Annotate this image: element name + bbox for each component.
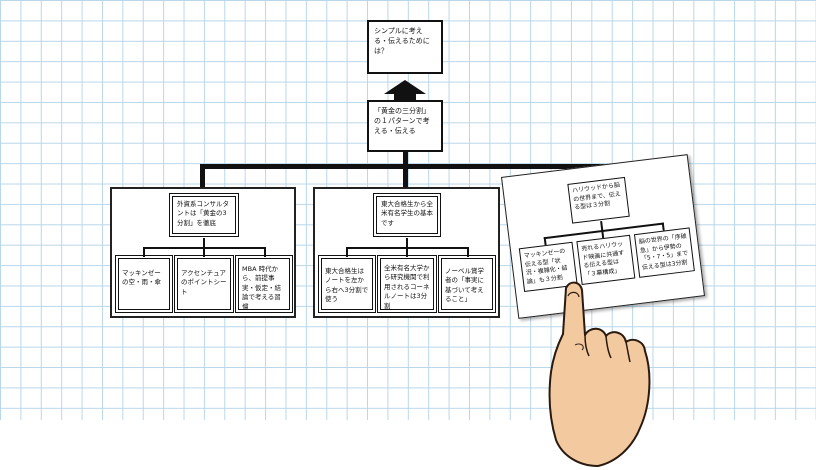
group-1-drop-a	[143, 247, 145, 257]
group-1-child-1-text: マッキンゼーの空・雨・傘	[122, 269, 161, 287]
group-2-child-2-text: 全米有名大学から研究機関で利用されるコーネルノートは3分割	[384, 264, 430, 310]
group-2-child-3: ノーベル賞学者の「事実に基づいて考えること」	[438, 255, 496, 313]
group-2-drop-c	[467, 247, 469, 257]
group-2-child-2: 全米有名大学から研究機関で利用されるコーネルノートは3分割	[377, 255, 437, 313]
group-2-child-3-text: ノーベル賞学者の「事実に基づいて考えること」	[445, 267, 484, 304]
group-2-head-text: 東大合格生から全米有名学生の基本です	[381, 200, 433, 227]
middle-node-text: 「黄金の三分割」の１パターンで考える・伝える	[374, 107, 430, 136]
connector-trunk	[403, 152, 408, 166]
group-1-child-2-text: アクセンチュアのポイントシート	[181, 269, 227, 296]
group-1-drop-c	[264, 247, 266, 257]
group-1-drop-b	[203, 247, 205, 257]
connector-left-drop	[200, 164, 205, 188]
group-2-child-1: 東大合格生はノートを左から右へ3分割で使う	[318, 255, 376, 313]
group-2-drop-a	[346, 247, 348, 257]
group-1-head-text: 外資系コンサルタントは「黄金の3分割」を徹底	[177, 200, 229, 227]
group-2-stem	[406, 238, 408, 248]
group-1-child-3-text: MBA 時代から、前提事実・仮定・結論で考える習慣	[242, 265, 281, 310]
group-2-drop-b	[406, 247, 408, 257]
root-node: シンプルに考える・伝えるためには？	[367, 20, 443, 74]
group-2-head: 東大合格生から全米有名学生の基本です	[373, 193, 441, 237]
group-1-child-1: マッキンゼーの空・雨・傘	[115, 255, 173, 313]
middle-node: 「黄金の三分割」の１パターンで考える・伝える	[367, 100, 443, 152]
group-2-child-1-text: 東大合格生はノートを左から右へ3分割で使う	[325, 267, 369, 304]
group-1-head: 外資系コンサルタントは「黄金の3分割」を徹底	[169, 193, 239, 237]
connector-center-drop	[403, 164, 408, 188]
group-1-stem	[203, 238, 205, 248]
group-1-child-3: MBA 時代から、前提事実・仮定・結論で考える習慣	[235, 255, 293, 313]
group-1-child-2: アクセンチュアのポイントシート	[174, 255, 234, 313]
root-node-text: シンプルに考える・伝えるためには？	[374, 27, 430, 56]
